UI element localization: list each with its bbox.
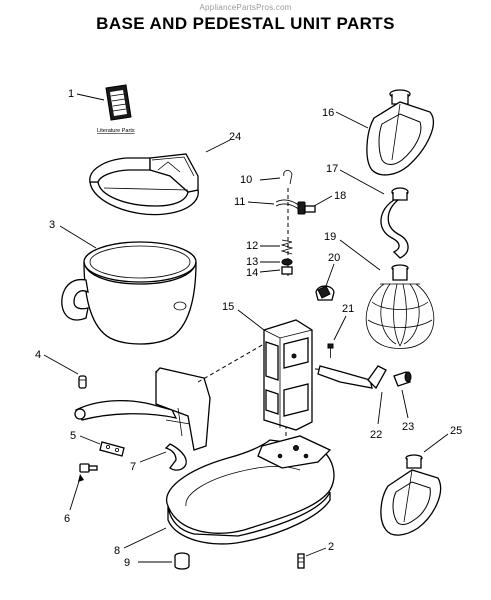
- callout-3: 3: [49, 219, 55, 231]
- part-23-grip[interactable]: [393, 371, 412, 387]
- callout-12: 12: [246, 240, 258, 252]
- callout-22: 22: [370, 429, 382, 441]
- part-12-spring[interactable]: [280, 239, 294, 255]
- part-4-pin[interactable]: [78, 375, 87, 389]
- callout-10: 10: [240, 174, 252, 186]
- callout-24: 24: [229, 131, 241, 143]
- callout-19: 19: [324, 231, 336, 243]
- part-25-flex-beater[interactable]: [380, 454, 442, 536]
- part-22-crank[interactable]: [317, 365, 387, 390]
- part-3-bowl[interactable]: [61, 241, 197, 345]
- callout-15: 15: [222, 301, 234, 313]
- part-24-pouring-shield[interactable]: [89, 153, 199, 216]
- part-9-foot[interactable]: [174, 552, 190, 570]
- part-20-knob[interactable]: [315, 285, 335, 301]
- part-15-pedestal-column[interactable]: [263, 319, 313, 431]
- part-10-hinge-pin[interactable]: [283, 170, 293, 185]
- part-6-screw[interactable]: [79, 463, 98, 473]
- callout-7: 7: [130, 461, 136, 473]
- part-17-dough-hook[interactable]: [380, 187, 409, 259]
- callout-20: 20: [328, 252, 340, 264]
- part-1-literature[interactable]: Literature Parts: [97, 84, 135, 134]
- callout-11: 11: [234, 196, 245, 208]
- callout-1: 1: [68, 88, 74, 100]
- callout-2: 2: [328, 541, 334, 553]
- literature-parts-label: Literature Parts: [97, 128, 135, 134]
- callout-4: 4: [35, 349, 41, 361]
- part-16-flat-beater[interactable]: [366, 89, 434, 176]
- watermark: AppliancePartsPros.com: [199, 3, 292, 12]
- part-21-screw[interactable]: [327, 343, 334, 358]
- callout-5: 5: [70, 430, 76, 442]
- callout-17: 17: [326, 163, 338, 175]
- callout-14: 14: [246, 267, 258, 279]
- callout-21: 21: [342, 303, 354, 315]
- callout-13: 13: [246, 256, 258, 268]
- callout-6: 6: [64, 513, 70, 525]
- part-8-base[interactable]: [165, 435, 335, 545]
- callout-9: 9: [124, 557, 130, 569]
- callout-23: 23: [402, 421, 414, 433]
- callout-18: 18: [334, 190, 346, 202]
- part-2-screw[interactable]: [297, 553, 305, 569]
- part-14-nut[interactable]: [281, 266, 293, 275]
- callout-8: 8: [114, 545, 120, 557]
- part-7-bowl-support[interactable]: [74, 367, 211, 471]
- part-18-lever[interactable]: [297, 201, 316, 215]
- callout-25: 25: [450, 425, 462, 437]
- page-title: BASE AND PEDESTAL UNIT PARTS: [96, 14, 395, 33]
- callout-16: 16: [322, 107, 334, 119]
- part-5-plate[interactable]: [99, 441, 125, 457]
- part-13-washer[interactable]: [281, 258, 293, 266]
- part-19-wire-whip[interactable]: [365, 264, 435, 349]
